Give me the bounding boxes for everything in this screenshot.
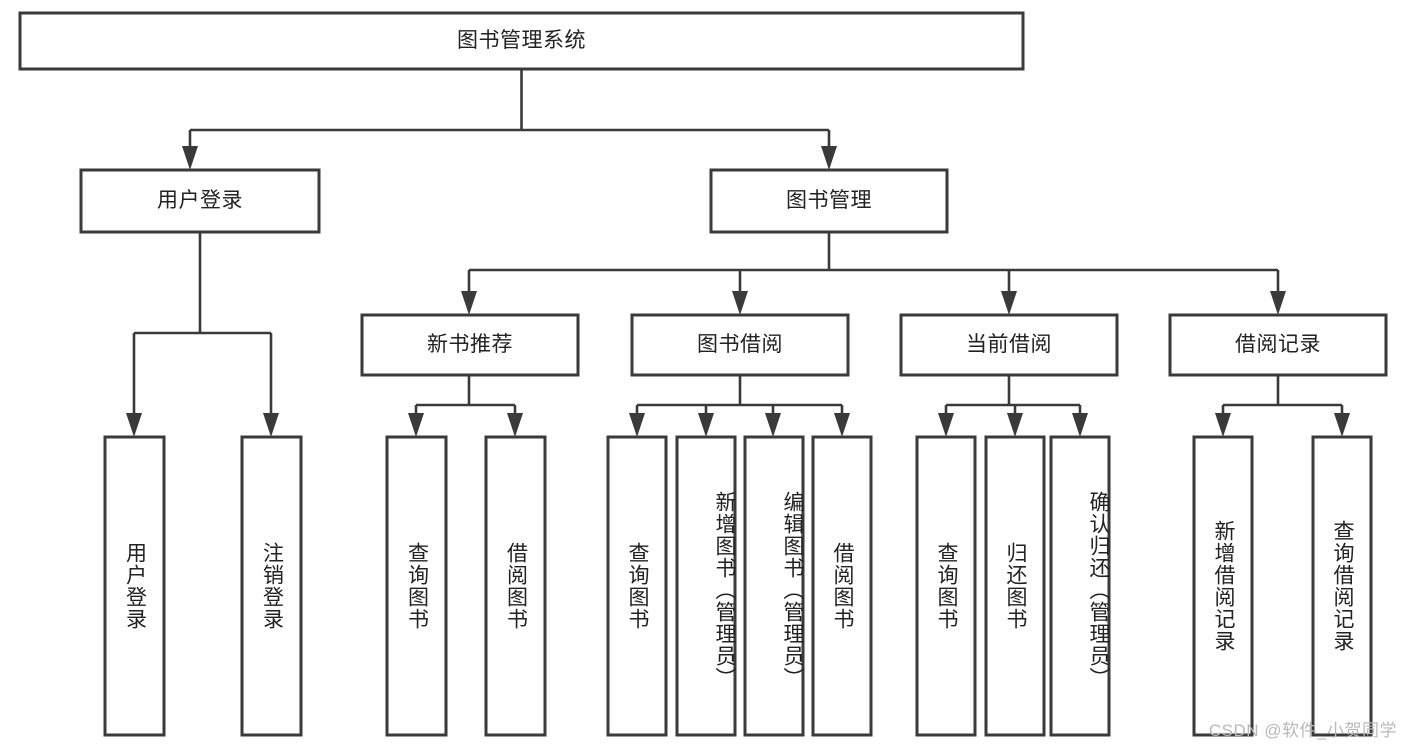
node-box-book-borrow[interactable] [630,313,850,377]
node-box-user-login[interactable] [79,168,321,234]
connector-bookborrow-to-leaves [629,375,850,437]
node-box-leaf-confirm-return[interactable] [1049,435,1111,737]
connector-userlogin-to-leaves [126,232,279,437]
node-box-current-borrow[interactable] [899,313,1119,377]
connector-newbook-to-leaves [408,375,523,437]
node-box-leaf-borrow-book-2[interactable] [811,435,873,737]
connector-root-to-level2 [182,69,837,170]
node-box-leaf-return-book[interactable] [984,435,1046,737]
node-box-leaf-borrow-book-1[interactable] [484,435,547,737]
node-box-leaf-query-book-3[interactable] [915,435,977,737]
connector-borrowrecord-to-leaves [1215,375,1350,437]
node-box-leaf-query-book-1[interactable] [385,435,448,737]
node-box-borrow-record[interactable] [1168,313,1388,377]
node-box-root[interactable] [18,11,1025,71]
connector-bookmanagement-to-level3 [461,232,1286,315]
node-box-leaf-user-logout[interactable] [240,435,303,737]
node-box-leaf-add-book[interactable] [675,435,737,737]
connector-currentborrow-to-leaves [938,375,1088,437]
node-box-leaf-edit-book[interactable] [743,435,805,737]
node-box-new-book-recommend[interactable] [360,313,580,377]
node-box-leaf-query-record[interactable] [1311,435,1373,737]
node-box-leaf-user-login[interactable] [103,435,166,737]
node-box-leaf-add-record[interactable] [1192,435,1254,737]
node-box-book-management[interactable] [709,168,949,234]
node-box-leaf-query-book-2[interactable] [606,435,668,737]
